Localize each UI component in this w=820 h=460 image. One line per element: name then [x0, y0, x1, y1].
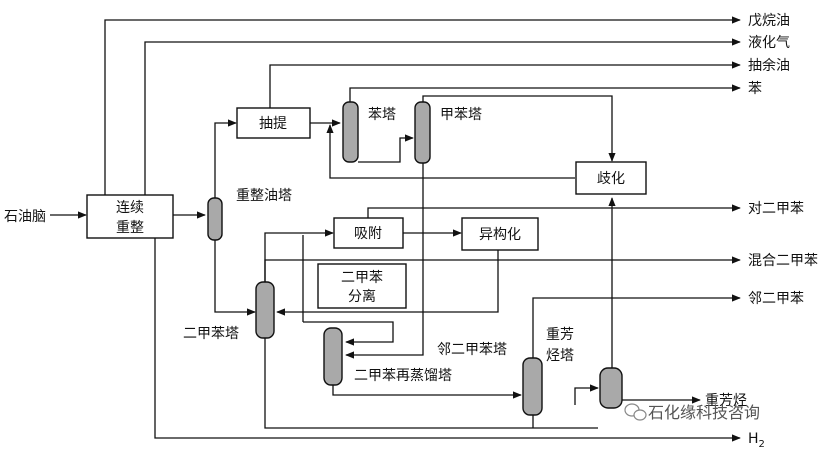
rerun-to-oxylene-tower-line	[332, 385, 522, 399]
lpg-label: 液化气	[748, 35, 790, 51]
isomerization-unit: 异构化	[461, 217, 539, 251]
pentane-oil-label: 戊烷油	[748, 13, 790, 29]
adsorption-label: 吸附	[354, 226, 382, 242]
watermark: 石化缘科技咨询	[624, 403, 760, 422]
raffinate-label: 抽余油	[748, 57, 790, 74]
oxylene-to-heavy-tower-line-2	[574, 384, 599, 405]
o-xylene-line	[532, 294, 741, 358]
isomerization-label: 异构化	[479, 227, 521, 243]
benzene-tower-label: 苯塔	[368, 106, 396, 123]
lpg-line	[144, 38, 741, 195]
xylene-tower-bottom-line	[264, 338, 598, 429]
h2-main: H	[748, 431, 759, 447]
feed-label: 石油脑	[4, 209, 46, 225]
raffinate-line	[269, 61, 741, 108]
flow-lines	[50, 16, 741, 442]
benzene-line	[349, 84, 741, 102]
benzene-tower-column	[342, 101, 359, 163]
disproportionation-unit: 歧化	[575, 161, 647, 195]
reformer-label-2: 重整	[116, 220, 144, 236]
extraction-unit: 抽提	[236, 107, 311, 139]
h2-subscript: 2	[759, 439, 765, 450]
isomerization-recycle-line	[276, 250, 499, 316]
heavy-aromatics-label: 重芳烃	[705, 392, 747, 409]
xylene-tower-column	[255, 281, 275, 339]
extraction-label: 抽提	[259, 116, 287, 132]
heavy-aromatics-tower-column	[599, 367, 623, 409]
benzene-product-label: 苯	[748, 80, 762, 97]
xylene-separation-label-2: 分离	[348, 288, 376, 305]
disproportionation-recycle-line	[326, 124, 575, 179]
mixed-xylene-label: 混合二甲苯	[748, 252, 818, 269]
xylene-separation-unit: 二甲苯 分离	[317, 263, 407, 309]
toluene-to-xylene-rerun-line	[345, 163, 424, 359]
xylene-tower-label: 二甲苯塔	[183, 325, 239, 342]
oxylene-tower-label: 邻二甲苯塔	[437, 341, 507, 358]
toluene-tower-column	[414, 101, 431, 164]
reformer-label-1: 连续	[116, 199, 144, 216]
h2-label: H2	[748, 431, 765, 450]
wechat-icon	[624, 403, 647, 421]
reformate-tower-label: 重整油塔	[236, 188, 292, 204]
reformate-to-xylene-tower-line	[214, 240, 256, 316]
adsorption-unit: 吸附	[333, 217, 404, 249]
disproportionation-label: 歧化	[597, 171, 625, 187]
toluene-tower-label: 甲苯塔	[440, 106, 482, 123]
p-xylene-label: 对二甲苯	[748, 200, 804, 217]
pentane-oil-line	[104, 16, 741, 195]
p-xylene-line	[367, 204, 741, 218]
xylene-tower-to-rerun-line-2	[303, 321, 394, 346]
reformer-unit: 连续 重整	[86, 194, 174, 239]
heavy-tower-label-1: 重芳	[546, 326, 574, 343]
h2-line	[154, 238, 741, 442]
xylene-rerun-tower-label: 二甲苯再蒸馏塔	[354, 367, 452, 384]
reformate-to-extraction-line	[214, 119, 237, 198]
watermark-text: 石化缘科技咨询	[648, 403, 760, 422]
benzene-to-toluene-tower-line	[358, 134, 414, 163]
heavy-tower-label-2: 烃塔	[546, 348, 574, 364]
oxylene-tower-column	[522, 357, 543, 416]
xylene-separation-label-1: 二甲苯	[341, 269, 383, 286]
reformate-tower-column	[207, 197, 223, 241]
toluene-to-disproportionation-line	[422, 95, 616, 162]
xylene-rerun-tower-column	[323, 327, 343, 386]
o-xylene-label: 邻二甲苯	[748, 290, 804, 307]
xylene-tower-to-adsorption-line	[264, 229, 334, 282]
